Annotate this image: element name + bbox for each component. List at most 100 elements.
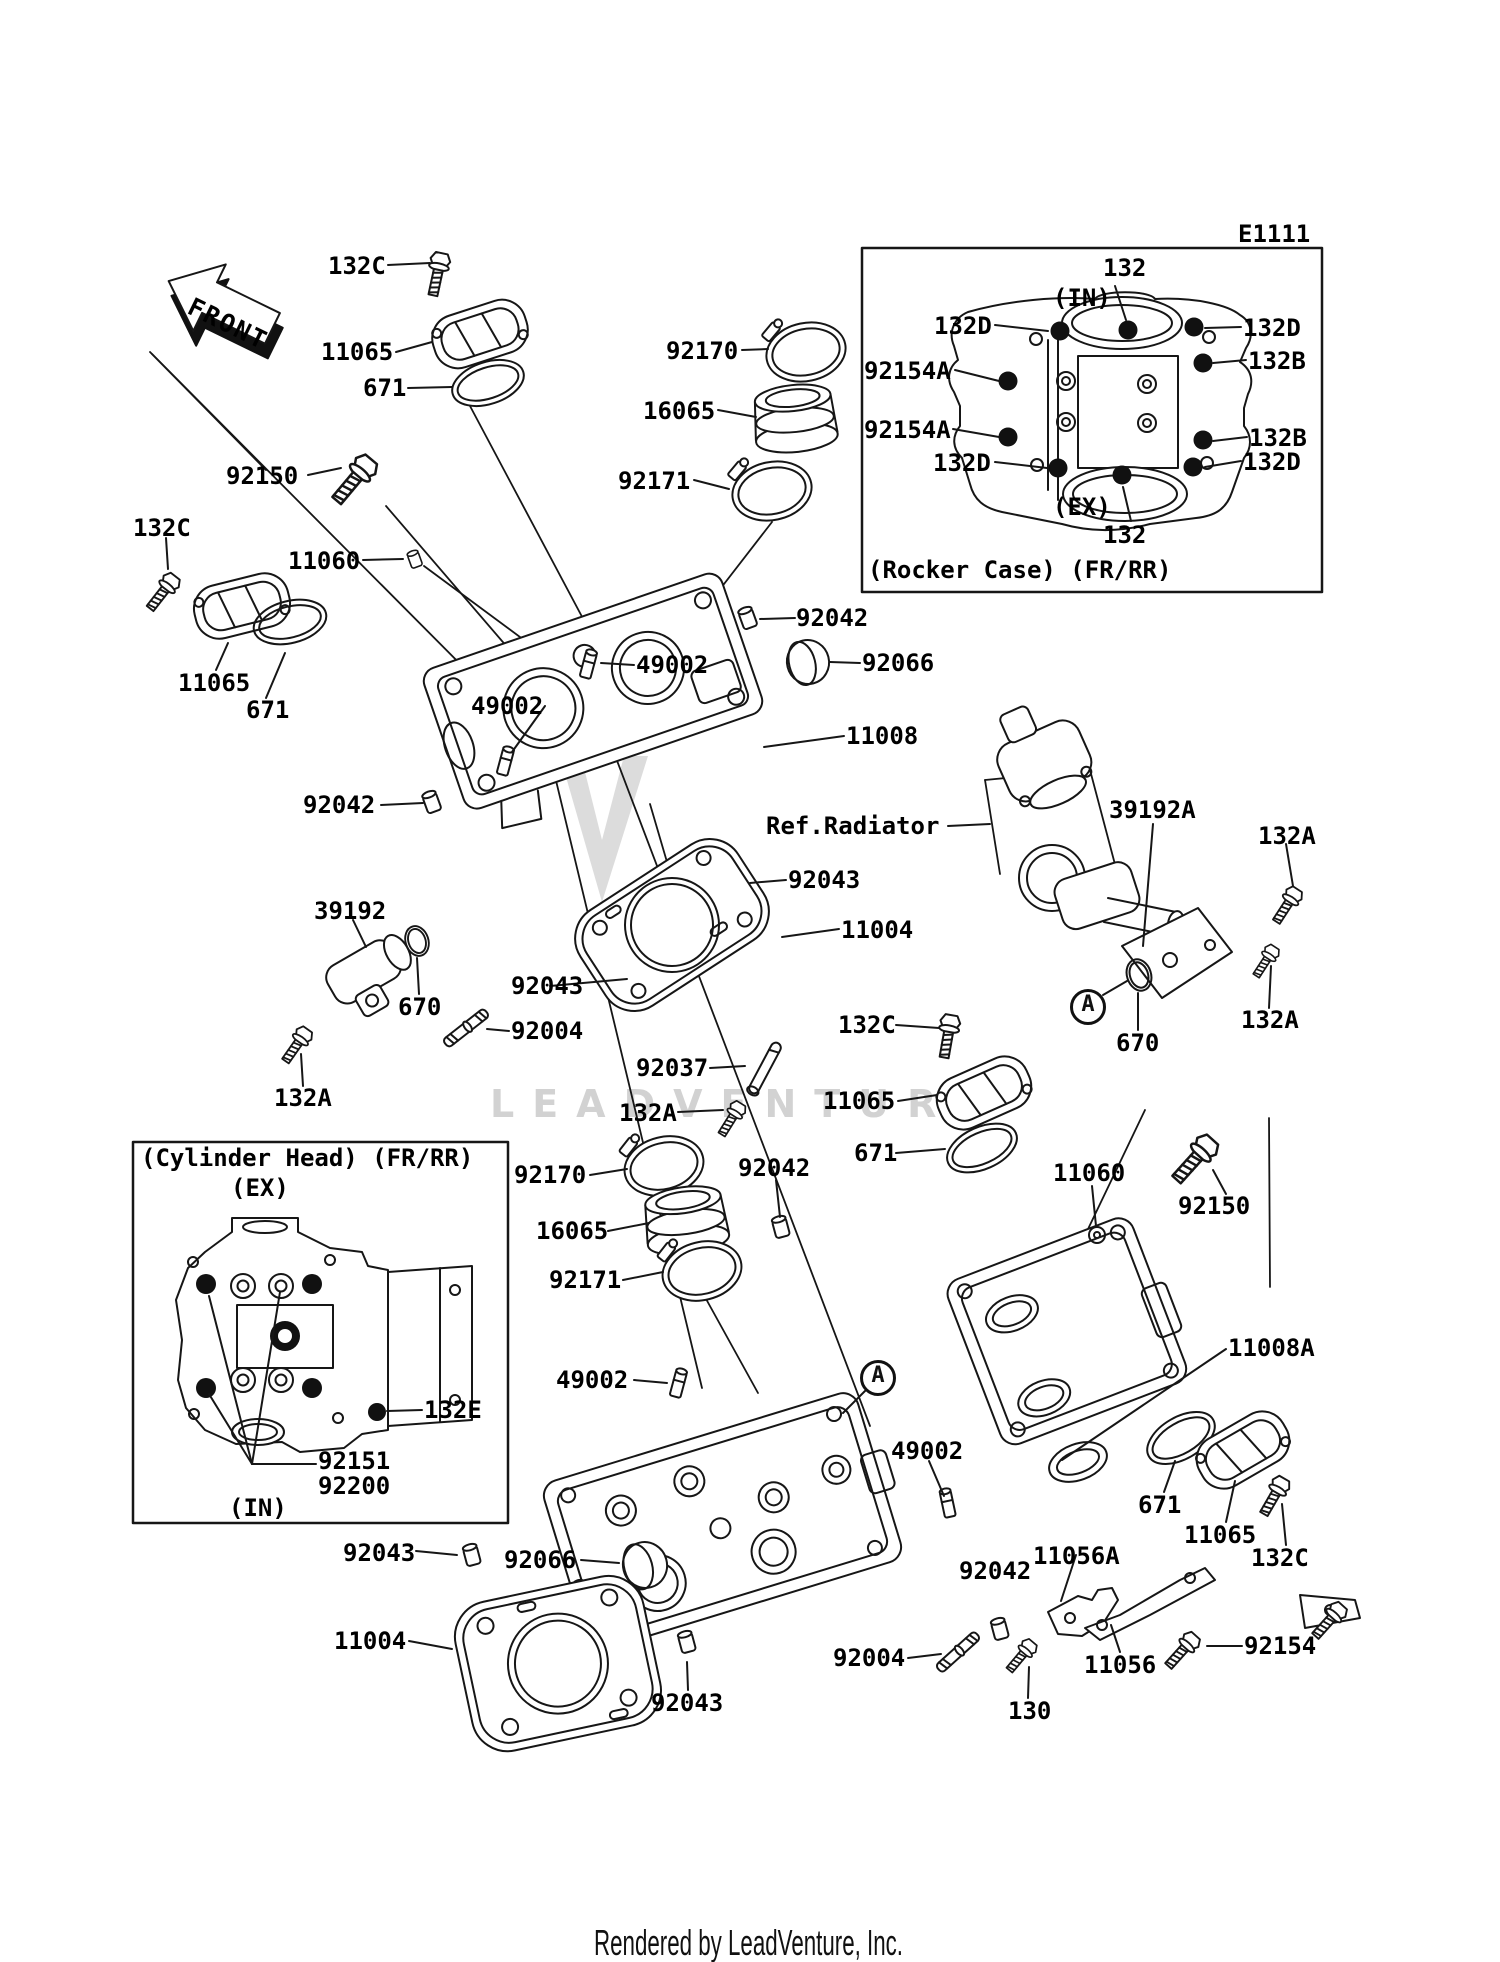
footer-credit: Rendered by LeadVenture, Inc. <box>594 1922 1092 1962</box>
callout-670-37: 670 <box>1116 1029 1160 1057</box>
callout-92042-21: 92042 <box>796 604 869 632</box>
front-arrow <box>167 263 284 360</box>
callout-671-66: 671 <box>1138 1491 1182 1519</box>
callout-92150-16: 92150 <box>226 462 299 490</box>
callout-11065-67: 11065 <box>1184 1521 1257 1549</box>
callout-92043-30: 92043 <box>788 866 861 894</box>
cylinder-head-inset <box>131 1140 510 1525</box>
head-flange-lower <box>1048 1441 1108 1483</box>
callout-11065-42: 11065 <box>823 1087 896 1115</box>
detail-marker-a-2: A <box>860 1360 896 1396</box>
callout-49002-22: 49002 <box>636 651 709 679</box>
callout-92200-53: 92200 <box>318 1472 391 1500</box>
callout-49002-54: 49002 <box>556 1366 629 1394</box>
callout-92042-45: 92042 <box>738 1154 811 1182</box>
callout-132c-40: 132C <box>838 1011 896 1039</box>
construction-lines <box>149 351 1271 1585</box>
callout-132d-2: 132D <box>1243 314 1301 342</box>
seal-92066-2 <box>621 1541 669 1591</box>
callout-670-34: 670 <box>398 993 442 1021</box>
callout-11008a-50: 11008A <box>1228 1334 1315 1362</box>
callout-92037-39: 92037 <box>636 1054 709 1082</box>
callout-92004-35: 92004 <box>511 1017 584 1045</box>
callout-11004-31: 11004 <box>841 916 914 944</box>
callout-92066-57: 92066 <box>504 1546 577 1574</box>
callout-132c-68: 132C <box>1251 1544 1309 1572</box>
callout-11065-19: 11065 <box>178 669 251 697</box>
callout-671-20: 671 <box>246 696 290 724</box>
callout-49002-55: 49002 <box>891 1437 964 1465</box>
callout-132a-41: 132A <box>619 1099 677 1127</box>
thermostat-housing <box>996 705 1093 810</box>
water-outlet-assembly <box>1018 844 1233 999</box>
callout-132c-17: 132C <box>133 514 191 542</box>
callout-11004-58: 11004 <box>334 1627 407 1655</box>
cylinder-head-caption: (Cylinder Head) (FR/RR) <box>141 1144 474 1172</box>
callout-39192-32: 39192 <box>314 897 387 925</box>
head-gasket-1 <box>574 838 770 1012</box>
water-fitting-39192 <box>325 934 412 1018</box>
callout-92154a-3: 92154A <box>864 357 951 385</box>
callout-130-63: 130 <box>1008 1697 1052 1725</box>
rocker-case-intake-label: (IN) <box>1053 284 1111 312</box>
footer-credit-text: Rendered by LeadVenture, Inc. <box>594 1922 903 1962</box>
diagram-code: E1111 <box>1238 220 1311 248</box>
callout-132e-51: 132E <box>424 1396 482 1424</box>
cylinder-head-right <box>946 1217 1188 1446</box>
callout-11065-11: 11065 <box>321 338 394 366</box>
callout-92043-33: 92043 <box>511 972 584 1000</box>
pin-92037 <box>746 1041 782 1097</box>
callout-92066-23: 92066 <box>862 649 935 677</box>
callout-92170-44: 92170 <box>514 1161 587 1189</box>
callout-132b-4: 132B <box>1248 347 1306 375</box>
callout-11060-18: 11060 <box>288 547 361 575</box>
callout-132-9: 132 <box>1103 521 1147 549</box>
callout-132b-6: 132B <box>1249 424 1307 452</box>
callout-132a-36: 132A <box>274 1084 332 1112</box>
rocker-case-caption: (Rocker Case) (FR/RR) <box>868 556 1172 584</box>
callout-132d-1: 132D <box>934 312 992 340</box>
callout-11056a-62: 11056A <box>1033 1542 1120 1570</box>
head-bolt-points <box>196 1274 386 1421</box>
callout-92042-61: 92042 <box>959 1557 1032 1585</box>
callout-92154a-5: 92154A <box>864 416 951 444</box>
callout-16065-14: 16065 <box>643 397 716 425</box>
callout-671-43: 671 <box>854 1139 898 1167</box>
cylinder-head-exhaust-label: (EX) <box>231 1174 289 1202</box>
callout-16065-48: 16065 <box>536 1217 609 1245</box>
callout-132a-29: 132A <box>1258 822 1316 850</box>
callout-49002-24: 49002 <box>471 692 544 720</box>
seal-92066-1 <box>785 639 831 687</box>
callout-92004-60: 92004 <box>833 1644 906 1672</box>
callout-11008-25: 11008 <box>846 722 919 750</box>
leader-lines <box>165 262 1294 1699</box>
callout-11060-46: 11060 <box>1053 1159 1126 1187</box>
callout-11056-64: 11056 <box>1084 1651 1157 1679</box>
callout-132a-38: 132A <box>1241 1006 1299 1034</box>
callout-92042-26: 92042 <box>303 791 376 819</box>
cylinder-head-intake-label: (IN) <box>229 1494 287 1522</box>
callout-92170-13: 92170 <box>666 337 739 365</box>
detail-marker-a-1: A <box>1070 989 1106 1025</box>
grommet-11060-2 <box>1088 1226 1106 1244</box>
rocker-case-inset <box>860 246 1324 594</box>
callout-132c-10: 132C <box>328 252 386 280</box>
callout-132-0: 132 <box>1103 254 1147 282</box>
callout-92171-49: 92171 <box>549 1266 622 1294</box>
callout-92171-15: 92171 <box>618 467 691 495</box>
callout-671-12: 671 <box>363 374 407 402</box>
callout-132d-8: 132D <box>1243 448 1301 476</box>
callout-92150-47: 92150 <box>1178 1192 1251 1220</box>
callout-ref-radiator-27: Ref.Radiator <box>766 812 940 840</box>
rocker-case-exhaust-label: (EX) <box>1053 493 1111 521</box>
rocker-bolt-points <box>998 317 1213 485</box>
callout-92151-52: 92151 <box>318 1447 391 1475</box>
callout-39192a-28: 39192A <box>1109 796 1196 824</box>
callout-92154-65: 92154 <box>1244 1632 1317 1660</box>
callout-92043-56: 92043 <box>343 1539 416 1567</box>
callout-132d-7: 132D <box>933 449 991 477</box>
head-gasket-2 <box>453 1574 662 1753</box>
